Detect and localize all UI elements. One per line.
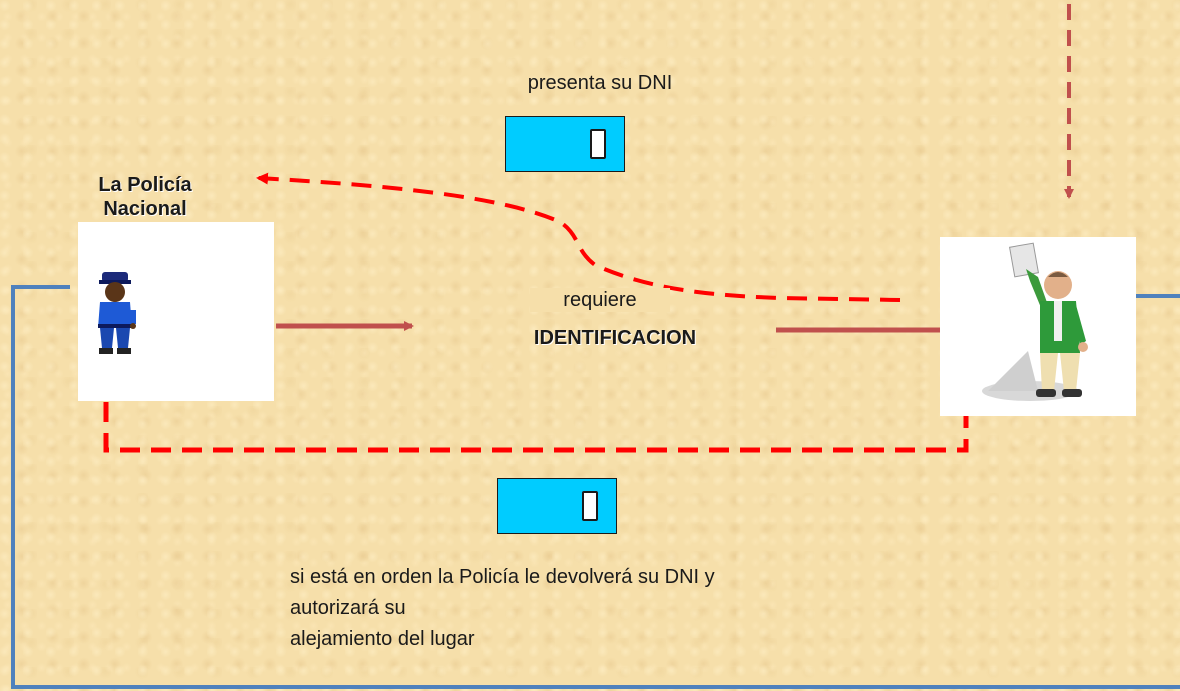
dashed-arrow-dni-to-police — [256, 172, 901, 302]
dni-card-top — [505, 116, 625, 172]
policia-title: La Policía Nacional — [98, 174, 192, 220]
police-panel — [78, 222, 274, 401]
dni-card-bottom — [497, 478, 617, 534]
retorno-text: si está en orden la Policía le devolverá… — [290, 566, 715, 650]
requiere-label: requiere — [530, 288, 670, 312]
dni-chip — [582, 491, 598, 521]
citizen-panel — [940, 237, 1136, 416]
citizen-with-document-icon — [982, 242, 1088, 401]
dashed-return-loop — [103, 402, 969, 453]
left-blue-frame — [11, 285, 1180, 689]
identificacion-label: IDENTIFICACION — [533, 327, 697, 349]
police-officer-icon — [98, 272, 136, 354]
dni-chip — [590, 129, 606, 159]
presenta-label: presenta su DNI — [527, 72, 673, 94]
